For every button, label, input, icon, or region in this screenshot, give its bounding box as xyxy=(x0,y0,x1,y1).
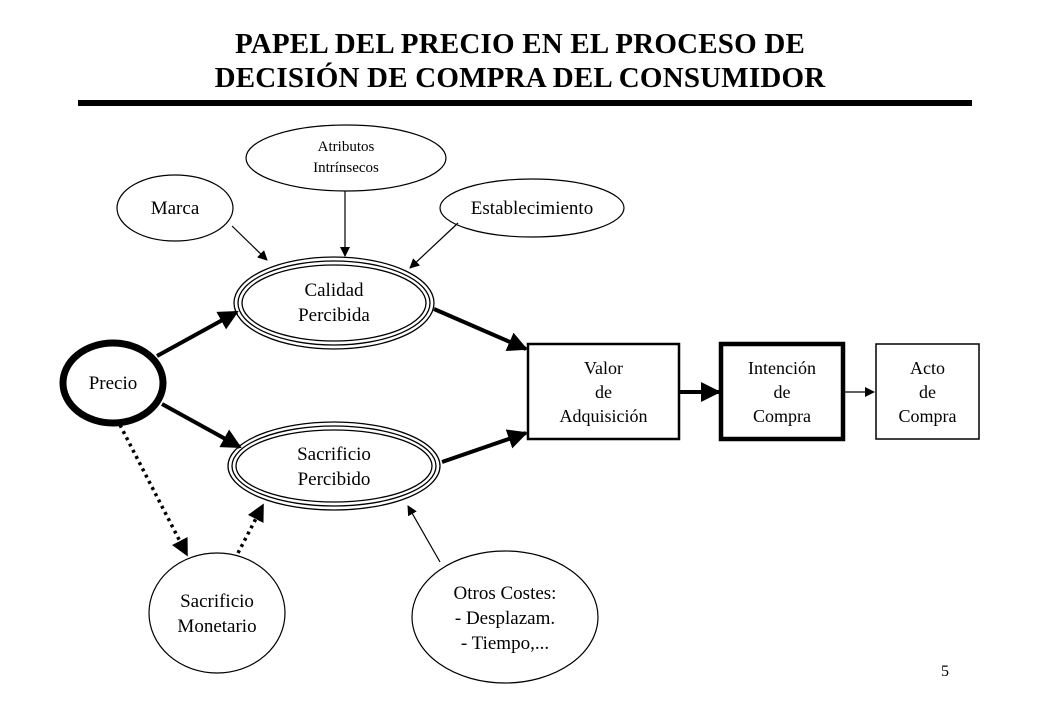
valor-label: Valor de Adquisición xyxy=(528,344,679,439)
arrow-calidad-valor xyxy=(433,307,528,351)
title-line-1: PAPEL DEL PRECIO EN EL PROCESO DE xyxy=(234,28,806,60)
acto-label-line1: Acto xyxy=(910,357,945,378)
sacrificio-monetario-label: Sacrificio Monetario xyxy=(149,583,285,645)
sacrificio-monetario-label-line1: Sacrificio xyxy=(180,591,254,612)
calidad-label-line2: Percibida xyxy=(298,305,370,326)
marca-label-text: Marca xyxy=(150,197,200,219)
establecimiento-ellipse xyxy=(439,178,625,238)
title-line-2: DECISIÓN DE COMPRA DEL CONSUMIDOR xyxy=(214,62,826,94)
page-number: 5 xyxy=(941,663,949,680)
otros-costes-label-line2: - Desplazam. xyxy=(454,607,556,629)
intencion-label-line1: Intención xyxy=(748,357,816,378)
precio-ellipse xyxy=(59,339,167,427)
arrow-precio-sacrificio-monetario xyxy=(118,424,189,557)
atributos-label-line2: Intrínsecos xyxy=(313,160,379,176)
arrow-establecimiento-calidad xyxy=(409,222,459,269)
valor-label-line3: Adquisición xyxy=(559,405,648,426)
sacrificio-monetario-label-line2: Monetario xyxy=(177,616,257,637)
calidad-label: Calidad Percibida xyxy=(254,268,414,338)
sacrificio-monetario-ellipse xyxy=(148,552,286,674)
calidad-ellipse xyxy=(233,256,435,350)
sacrificio-percibido-label-line1: Sacrificio xyxy=(297,444,371,465)
precio-label: Precio xyxy=(70,358,156,408)
marca-label: Marca xyxy=(117,175,233,241)
arrow-precio-sacrificio xyxy=(161,402,242,449)
valor-label-line1: Valor xyxy=(584,357,623,378)
arrow-marca-calidad xyxy=(231,225,268,261)
valor-label-line2: de xyxy=(595,381,612,402)
calidad-label-line1: Calidad xyxy=(304,280,364,301)
precio-label-text: Precio xyxy=(88,372,138,394)
valor-box xyxy=(526,342,681,441)
otros-costes-ellipse xyxy=(411,550,599,684)
atributos-label: Atributos Intrínsecos xyxy=(256,126,436,190)
marca-ellipse xyxy=(116,174,234,242)
otros-costes-label-line1: Otros Costes: xyxy=(453,582,557,604)
arrow-precio-calidad xyxy=(156,310,239,358)
otros-costes-label-line3: - Tiempo,... xyxy=(460,632,550,654)
sacrificio-percibido-label-line2: Percibido xyxy=(297,469,371,490)
arrow-otros-costes-sacrificio xyxy=(407,505,441,563)
title-underline xyxy=(78,100,972,106)
sacrificio-percibido-ellipse xyxy=(227,421,441,511)
atributos-ellipse xyxy=(245,124,447,192)
acto-label: Acto de Compra xyxy=(876,344,979,439)
intencion-label-line3: Compra xyxy=(753,405,811,426)
acto-box xyxy=(875,343,980,440)
intencion-label: Intención de Compra xyxy=(721,344,843,439)
acto-label-line2: de xyxy=(919,381,936,402)
arrow-sacrificio-monetario-percibido xyxy=(236,503,265,554)
establecimiento-label-text: Establecimiento xyxy=(470,197,594,219)
acto-label-line3: Compra xyxy=(898,405,957,426)
arrow-sacrificio-valor xyxy=(441,429,528,464)
intencion-label-line2: de xyxy=(773,381,791,402)
establecimiento-label: Establecimiento xyxy=(440,179,624,237)
otros-costes-label: Otros Costes: - Desplazam. - Tiempo,... xyxy=(415,576,595,660)
sacrificio-percibido-label: Sacrificio Percibido xyxy=(254,432,414,502)
atributos-label-line1: Atributos xyxy=(317,139,375,155)
